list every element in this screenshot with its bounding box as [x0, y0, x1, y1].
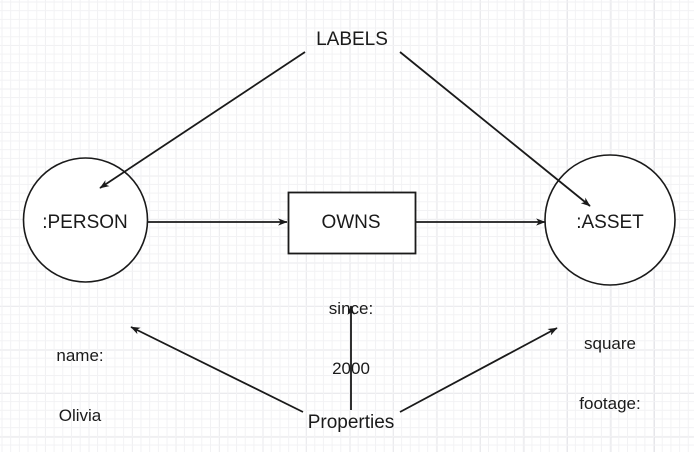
node-person-label: :PERSON — [42, 212, 128, 233]
person-property-value: Olivia — [58, 406, 102, 426]
edge-labels-to-asset — [399, 51, 591, 207]
node-person-shape[interactable] — [22, 157, 149, 283]
properties-callout-text[interactable]: Properties — [307, 412, 395, 433]
relationship-property-key: since: — [328, 299, 374, 319]
edge-labels-to-person — [99, 51, 306, 189]
edge-properties-to-person-property — [130, 326, 304, 413]
person-property-key: name: — [56, 346, 104, 366]
asset-property-key-line1: square — [584, 334, 636, 354]
relationship-owns-label: OWNS — [321, 212, 381, 233]
node-asset-label: :ASSET — [576, 212, 644, 233]
person-property-block: name: Olivia — [56, 306, 103, 452]
labels-callout-text[interactable]: LABELS — [316, 29, 388, 50]
asset-property-key-line2: footage: — [579, 394, 641, 414]
edge-properties-to-asset-property — [399, 327, 558, 413]
asset-property-block: square footage: 3000 — [579, 294, 640, 452]
relationship-owns-shape[interactable] — [287, 191, 417, 255]
relationship-property-block: since: 2000 — [329, 259, 373, 419]
relationship-property-value: 2000 — [332, 359, 370, 379]
